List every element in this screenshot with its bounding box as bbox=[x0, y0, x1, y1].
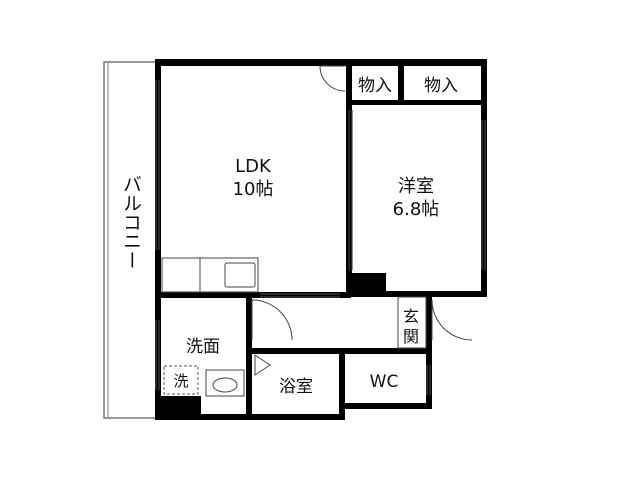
storage-label-left: 物入 bbox=[358, 76, 392, 96]
western-room-name-label: 洋室 bbox=[398, 176, 434, 197]
entrance-label-top: 玄 bbox=[403, 307, 419, 326]
entrance-label-bottom: 関 bbox=[403, 327, 419, 346]
sliding-doors bbox=[260, 110, 353, 298]
windows bbox=[155, 80, 486, 395]
washroom-label: 洗面 bbox=[186, 337, 220, 357]
ldk-name-label: LDK bbox=[235, 156, 272, 177]
storage-label-right: 物入 bbox=[424, 76, 458, 96]
washer-space bbox=[163, 365, 199, 395]
bath-label: 浴室 bbox=[279, 377, 313, 397]
kitchen-counter bbox=[161, 257, 259, 293]
walls bbox=[155, 59, 487, 420]
western-room-size-label: 6.8帖 bbox=[393, 199, 440, 220]
washer-label: 洗 bbox=[173, 372, 188, 390]
ldk-size-label: 10帖 bbox=[233, 179, 274, 200]
wash-basin bbox=[205, 369, 245, 397]
wc-label: WC bbox=[370, 372, 399, 392]
swing-doors bbox=[251, 65, 473, 376]
entrance-step bbox=[397, 296, 427, 349]
balcony-label: バルコニー bbox=[120, 175, 142, 270]
